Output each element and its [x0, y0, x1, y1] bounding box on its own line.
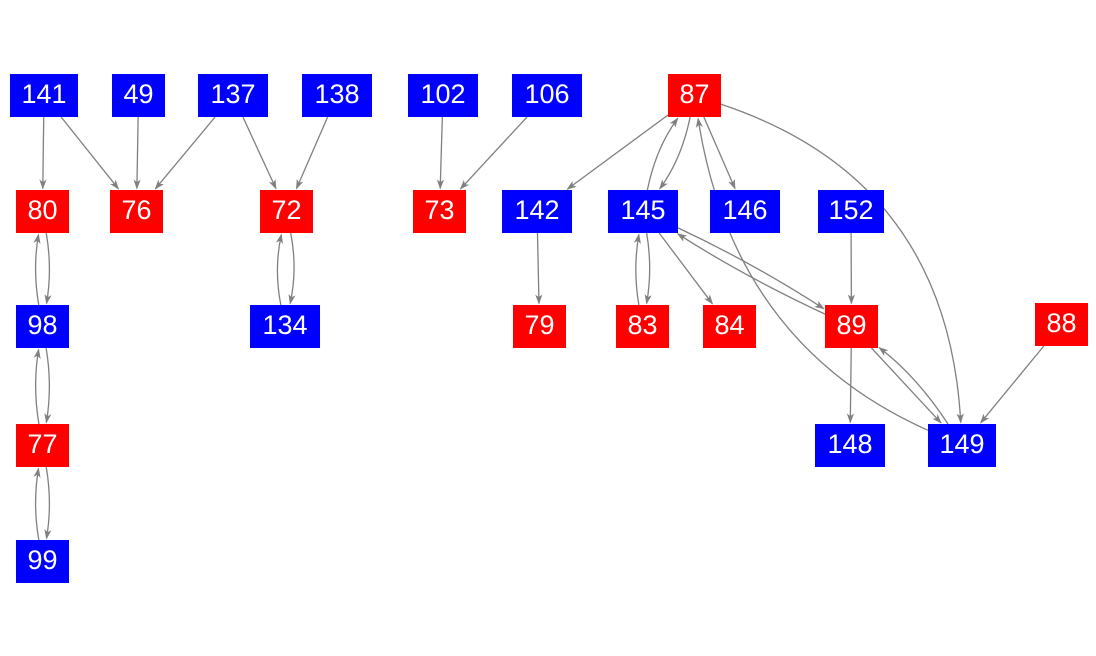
node-label: 152 [828, 195, 874, 225]
graph-node-89[interactable]: 89 [825, 305, 878, 348]
node-label: 102 [420, 79, 466, 109]
node-label: 141 [21, 79, 67, 109]
node-label: 89 [836, 310, 867, 340]
graph-node-83[interactable]: 83 [616, 305, 669, 348]
node-label: 138 [314, 79, 360, 109]
graph-node-88[interactable]: 88 [1035, 303, 1088, 346]
graph-node-79[interactable]: 79 [513, 305, 566, 348]
graph-node-145[interactable]: 145 [608, 190, 678, 233]
graph-node-142[interactable]: 142 [502, 190, 572, 233]
node-label: 106 [524, 79, 570, 109]
node-label: 142 [514, 195, 560, 225]
graph-node-77[interactable]: 77 [16, 424, 69, 467]
node-label: 77 [27, 429, 58, 459]
graph-node-72[interactable]: 72 [260, 190, 313, 233]
node-label: 146 [722, 195, 768, 225]
node-label: 72 [271, 195, 302, 225]
graph-node-98[interactable]: 98 [16, 305, 69, 348]
graph-node-146[interactable]: 146 [710, 190, 780, 233]
graph-node-138[interactable]: 138 [302, 74, 372, 117]
graph-node-84[interactable]: 84 [703, 305, 756, 348]
graph-node-80[interactable]: 80 [16, 190, 69, 233]
graph-node-49[interactable]: 49 [112, 74, 165, 117]
node-label: 149 [939, 429, 985, 459]
node-label: 137 [210, 79, 256, 109]
node-label: 73 [424, 195, 455, 225]
graph-node-102[interactable]: 102 [408, 74, 478, 117]
graph-node-87[interactable]: 87 [668, 74, 721, 117]
node-label: 98 [27, 310, 58, 340]
node-label: 148 [827, 429, 873, 459]
graph-node-106[interactable]: 106 [512, 74, 582, 117]
node-label: 83 [627, 310, 658, 340]
node-label: 134 [262, 310, 308, 340]
graph-node-73[interactable]: 73 [413, 190, 466, 233]
graph-node-149[interactable]: 149 [928, 424, 996, 467]
graph-node-137[interactable]: 137 [198, 74, 268, 117]
node-label: 49 [123, 79, 154, 109]
graph-node-76[interactable]: 76 [110, 190, 163, 233]
node-label: 76 [121, 195, 152, 225]
node-label: 88 [1046, 308, 1077, 338]
node-label: 80 [27, 195, 58, 225]
graph-node-141[interactable]: 141 [10, 74, 78, 117]
graph-node-148[interactable]: 148 [815, 424, 885, 467]
node-label: 87 [679, 79, 710, 109]
node-label: 79 [524, 310, 555, 340]
node-label: 145 [620, 195, 666, 225]
graph-node-134[interactable]: 134 [250, 305, 320, 348]
node-label: 99 [27, 545, 58, 575]
node-label: 84 [714, 310, 745, 340]
graph-node-99[interactable]: 99 [16, 540, 69, 583]
graph-node-152[interactable]: 152 [818, 190, 884, 233]
